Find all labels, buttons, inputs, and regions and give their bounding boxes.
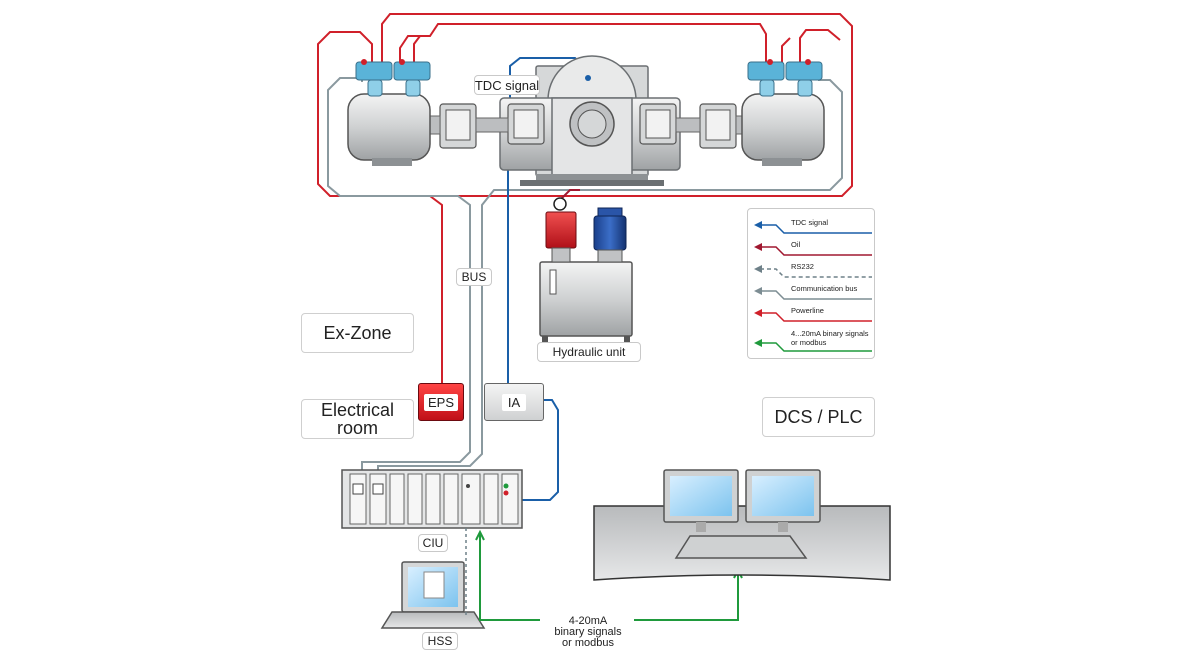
legend-item-oil: Oil: [748, 237, 874, 259]
legend-line-tdc: [754, 221, 872, 234]
signal-note-line2: binary signals: [554, 626, 622, 638]
legend-item-tdc: TDC signal: [748, 215, 874, 237]
legend-label-tdc: TDC signal: [791, 218, 829, 227]
electrical-room-label: Electrical room: [301, 399, 414, 439]
powerline-wires: [317, 13, 853, 385]
signal-note: 4-20mA binary signals or modbus: [543, 616, 633, 649]
compressor: [347, 55, 825, 186]
hydraulic-unit-label: Hydraulic unit: [537, 342, 641, 362]
hss-label: HSS: [422, 632, 458, 650]
legend-line-bus: [754, 287, 872, 300]
legend-line-signal: [754, 339, 872, 352]
ex-zone-label: Ex-Zone: [301, 313, 414, 353]
valves: [355, 59, 823, 97]
hss-computer: [380, 561, 486, 629]
tdc-signal-label: TDC signal: [474, 75, 540, 95]
ciu-label: CIU: [418, 534, 448, 552]
legend-label-bus: Communication bus: [791, 284, 858, 293]
electrical-room-line2: room: [336, 418, 378, 438]
legend-item-rs232: RS232: [748, 259, 874, 281]
eps-box: EPS: [418, 383, 464, 421]
electrical-room-line1: Electrical: [320, 400, 395, 420]
legend-line-oil: [754, 243, 872, 256]
hydraulic-unit: [539, 197, 633, 344]
legend-line-power: [754, 309, 872, 322]
dcs-plc-label: DCS / PLC: [762, 397, 875, 437]
legend-label-signal: 4...20mA binary signals or modbus: [791, 329, 869, 347]
eps-label: EPS: [423, 393, 458, 411]
dcs-workstation: [593, 469, 891, 581]
legend-label-rs232: RS232: [791, 262, 814, 271]
ciu-rack: [341, 469, 523, 529]
ia-label: IA: [501, 393, 527, 411]
legend: TDC signal Oil RS232 Communication bus P…: [747, 208, 875, 359]
legend-label-oil: Oil: [791, 240, 801, 249]
legend-item-power: Powerline: [748, 303, 874, 325]
signal-note-line1: 4-20mA: [568, 615, 608, 627]
legend-item-bus: Communication bus: [748, 281, 874, 303]
bus-label: BUS: [456, 268, 492, 286]
ia-box: IA: [484, 383, 544, 421]
legend-line-rs232: [754, 265, 872, 278]
legend-item-signal: 4...20mA binary signals or modbus: [748, 327, 874, 355]
signal-note-line3: or modbus: [562, 637, 614, 649]
legend-label-power: Powerline: [791, 306, 824, 315]
